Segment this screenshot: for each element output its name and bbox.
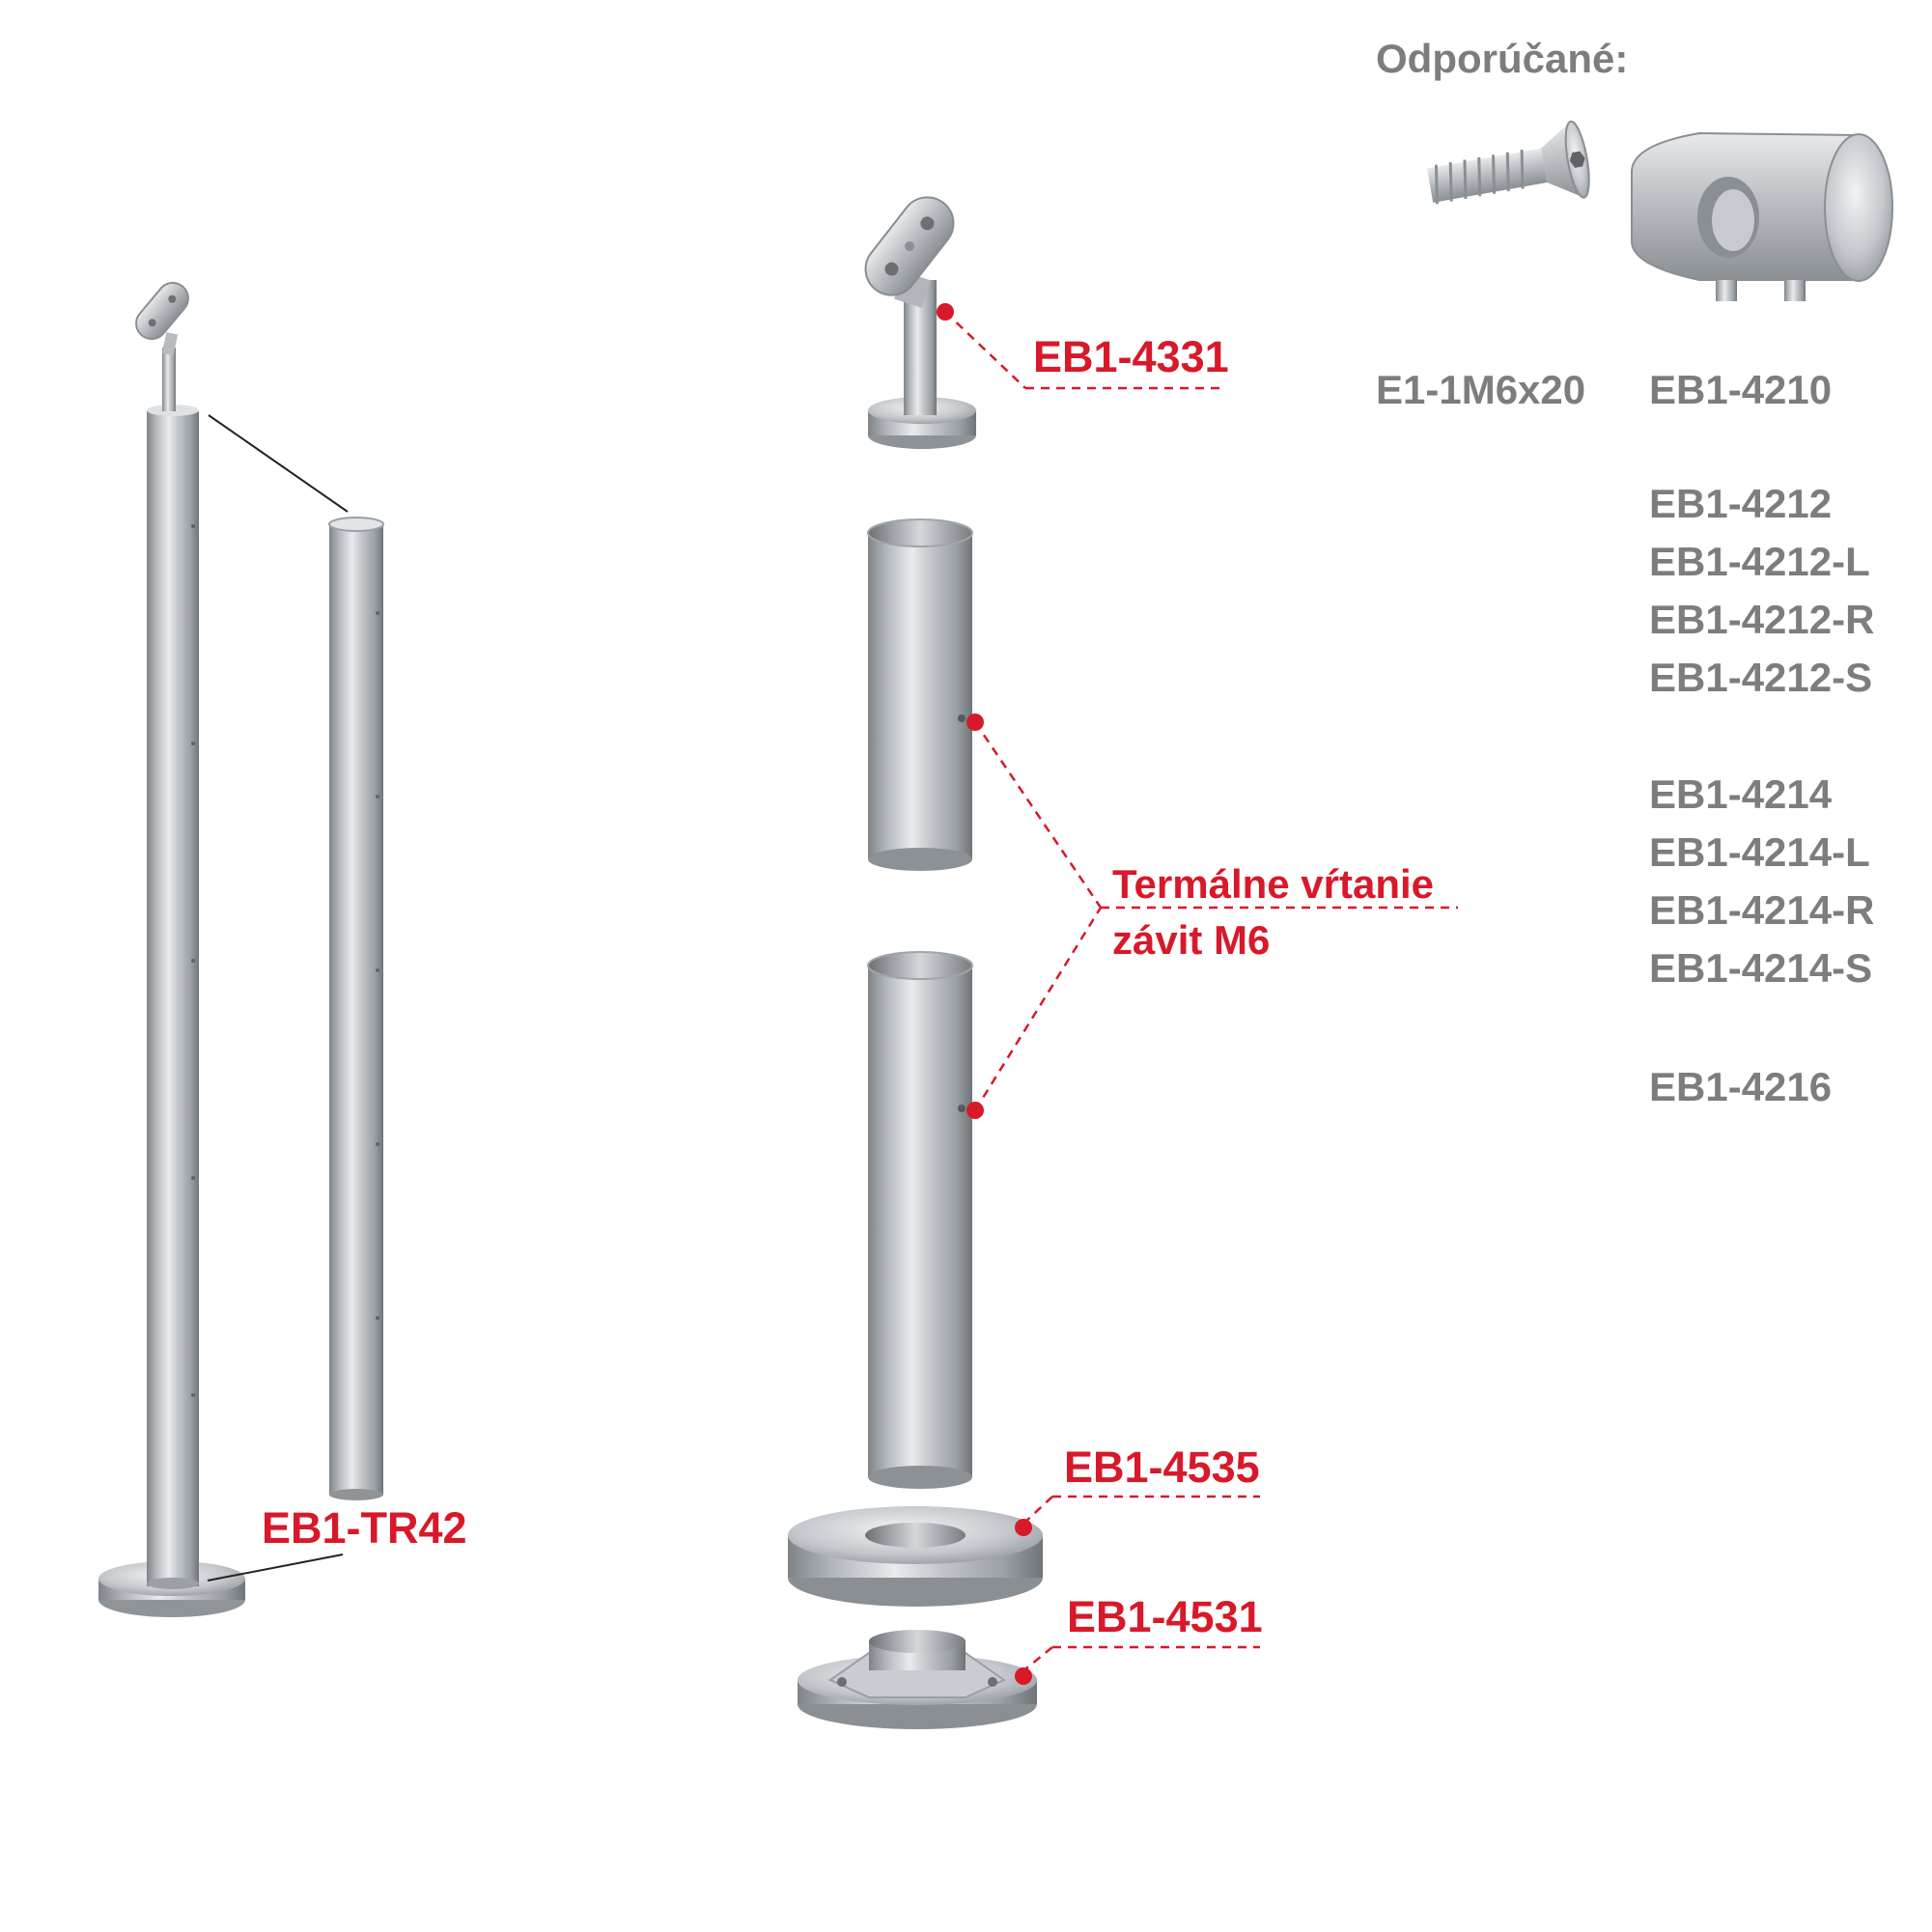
holder-cross-hole-inner <box>1712 189 1754 251</box>
lower-tube-bottom <box>868 1466 972 1489</box>
recommended-item: EB1-4216 <box>1649 1064 1832 1109</box>
recommended-holder: EB1-4210 <box>1649 367 1832 412</box>
label-thermal-line2: závit M6 <box>1112 917 1270 963</box>
recommended-item: EB1-4214 <box>1649 771 1833 817</box>
holder-saddle <box>864 196 955 296</box>
leader-dots <box>937 303 1032 1685</box>
connector-line-bottom <box>207 1554 344 1582</box>
recommended-item: EB1-4214-L <box>1649 829 1870 875</box>
flange-collar-top <box>869 1630 966 1653</box>
recommended-title: Odporúčané: <box>1376 36 1628 81</box>
flange-screw-hole-right <box>988 1677 997 1687</box>
tube-icon <box>867 518 973 871</box>
recommended-item: EB1-4212 <box>1649 481 1832 526</box>
dot-4331 <box>937 303 954 321</box>
label-tr42: EB1-TR42 <box>262 1503 467 1553</box>
label-4531: EB1-4531 <box>1067 1592 1263 1641</box>
upper-tube-hole <box>958 714 966 722</box>
recommended-item: EB1-4212-R <box>1649 597 1874 642</box>
flange-screw-hole-left <box>837 1677 847 1687</box>
cross-bar-holder-icon <box>1631 131 1893 301</box>
upper-tube-body <box>868 533 972 859</box>
recommended-list: EB1-4212 EB1-4212-L EB1-4212-R EB1-4212-… <box>1649 481 1874 1109</box>
connector-line-top <box>208 414 349 513</box>
post-tube <box>147 410 199 1586</box>
screw-shank <box>1426 148 1548 203</box>
recommended-item: EB1-4212-L <box>1649 539 1870 584</box>
lower-tube-body <box>868 966 972 1477</box>
post-holder-joint <box>161 331 179 356</box>
label-thermal-line1: Termálne vŕtanie <box>1112 861 1434 907</box>
handrail-holder-icon <box>864 196 976 449</box>
holder-cylinder-end <box>1824 133 1893 282</box>
inner-tube-holes <box>376 611 379 1320</box>
recommended-item: EB1-4214-S <box>1649 945 1872 991</box>
assembled-post <box>98 281 245 1617</box>
post-holder-stem <box>162 348 176 411</box>
inner-tube-bottom <box>329 1489 383 1500</box>
countersunk-screw-icon <box>1426 120 1590 205</box>
dot-4531 <box>1015 1667 1032 1685</box>
holder-stud-right <box>1784 280 1806 301</box>
upper-tube-bottom <box>868 848 972 871</box>
lower-tube-top <box>867 951 973 980</box>
leader-lines <box>944 311 1458 1673</box>
post-drill-holes <box>191 524 195 1397</box>
cap-hole <box>865 1523 966 1548</box>
label-4331: EB1-4331 <box>1033 332 1229 381</box>
lower-tube-hole <box>958 1105 966 1112</box>
floor-flange-icon <box>798 1630 1037 1729</box>
label-4535: EB1-4535 <box>1064 1442 1260 1492</box>
screw-hex-socket <box>1569 151 1585 168</box>
post-holder-saddle <box>135 281 189 341</box>
dot-thermal-lower <box>966 1102 984 1119</box>
inner-tube-top <box>328 517 384 532</box>
holder-stud-left <box>1716 280 1737 301</box>
dot-thermal-upper <box>966 714 984 731</box>
cover-cap-icon <box>788 1506 1043 1607</box>
inner-tube-body <box>329 524 383 1495</box>
lower-tube <box>867 951 973 1489</box>
upper-tube-top <box>867 518 973 547</box>
post-tube-foot <box>147 1578 199 1589</box>
recommended-item: EB1-4214-R <box>1649 887 1874 933</box>
dot-4535 <box>1015 1519 1032 1536</box>
recommended-item: EB1-4212-S <box>1649 655 1872 700</box>
inner-tube <box>328 517 384 1500</box>
screw-thread <box>1434 150 1525 205</box>
recommended-screw: E1-1M6x20 <box>1376 367 1585 412</box>
